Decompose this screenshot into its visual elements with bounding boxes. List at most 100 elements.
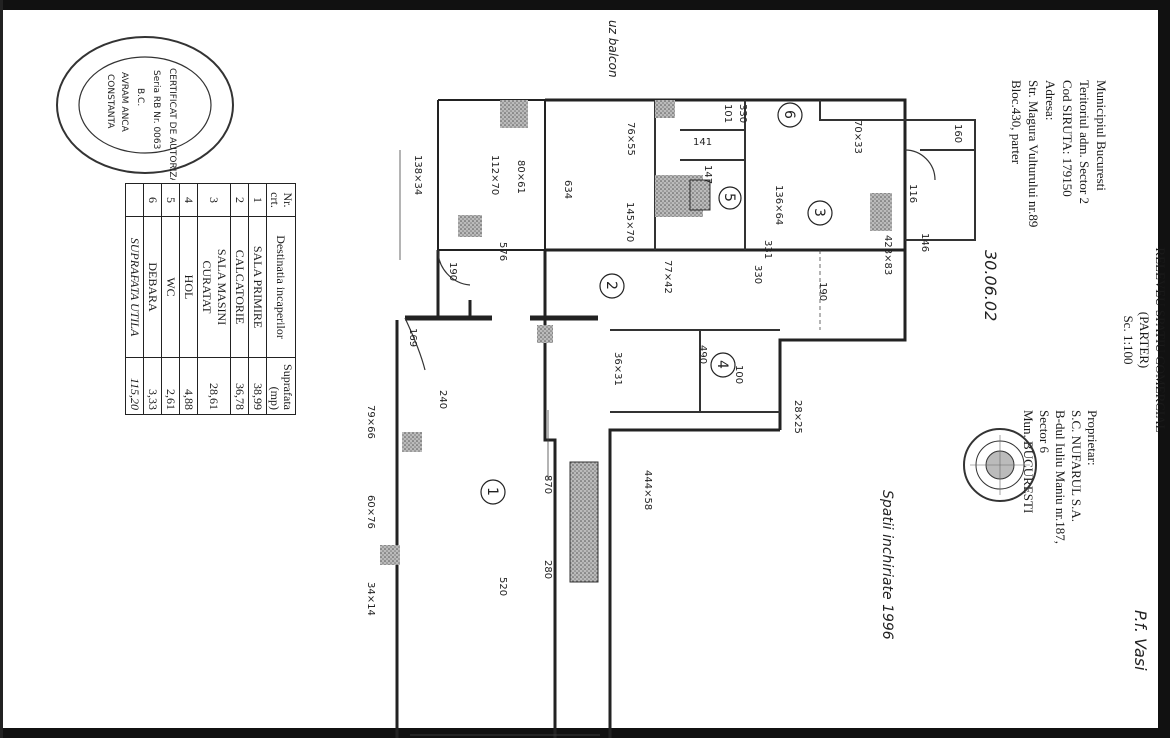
svg-text:B.C.: B.C. [135,88,145,106]
svg-text:190: 190 [817,282,828,301]
svg-text:112×70: 112×70 [489,155,500,195]
svg-text:146: 146 [919,233,930,252]
street-address: Str. Magura Vulturului nr.89 [1026,80,1041,228]
svg-text:6: 6 [781,110,797,119]
svg-text:101: 101 [722,104,733,123]
svg-text:138×34: 138×34 [412,155,423,195]
svg-text:576: 576 [497,242,508,261]
handwritten-side-note: Spatii inchiriate 1996 [879,490,895,640]
row-destination: DEBARA [143,216,162,358]
owner-address: B-dul Iuliu Maniu nr.187, [1053,410,1068,544]
svg-text:100: 100 [733,365,744,384]
row-nr: 2 [230,183,249,217]
block-info: Bloc.430, parter [1009,80,1024,165]
svg-text:76×55: 76×55 [625,122,636,156]
row-area: 36,78 [230,357,249,415]
svg-text:79×66: 79×66 [365,405,376,439]
row-area: 3,33 [143,357,162,415]
table-row: 3 SALA MASINI CURATAT 28,61 [197,183,231,415]
svg-text:116: 116 [907,184,918,203]
table-row: 6 DEBARA 3,33 [143,183,162,415]
row-area: 4,88 [179,357,198,415]
svg-text:331: 331 [762,240,773,259]
document-title: RELEVEU SPATIU COMERCIAL (PARTER) Sc. 1:… [1120,230,1168,450]
row-area: 2,61 [161,357,180,415]
svg-text:80×61: 80×61 [515,160,526,194]
row-nr: 4 [179,183,198,217]
svg-text:70×33: 70×33 [852,120,863,154]
svg-text:423×83: 423×83 [882,235,893,275]
scan-edge-left [0,0,3,738]
area-table: Nr. crt. Destinatia incaperilor Suprafat… [125,183,296,415]
owner-company: S.C. NUFARUL S.A. [1069,410,1084,522]
svg-text:444×58: 444×58 [642,470,653,510]
row-destination: SALA MASINI CURATAT [197,216,231,358]
svg-text:136×64: 136×64 [773,185,784,225]
svg-text:28×25: 28×25 [792,400,803,434]
svg-text:CERTIFICAT DE AUTORIZARE: CERTIFICAT DE AUTORIZARE [167,68,177,180]
svg-text:34×14: 34×14 [365,582,376,616]
svg-text:CONSTANTA: CONSTANTA [105,74,115,129]
document-header: Municipiul Bucuresti Teritoriul adm. Sec… [1008,80,1110,227]
owner-label: Proprietar: [1085,410,1100,466]
svg-text:60×76: 60×76 [365,495,376,529]
handwritten-corner-note: P.f. Vasi [1131,610,1150,671]
svg-text:330: 330 [737,104,748,123]
svg-text:2: 2 [603,281,619,290]
scan-edge-top [0,0,1170,10]
table-row: 1 SALA PRIMIRE 38,99 [248,183,267,415]
title-scale: Sc. 1:100 [1121,315,1136,365]
svg-text:634: 634 [562,180,573,199]
handwritten-date: 30.06.02 [981,250,1000,322]
svg-text:490: 490 [697,345,708,364]
rooms-table: Nr. crt. Destinatia incaperilor Suprafat… [125,183,296,415]
title-sub: (PARTER) [1137,311,1152,369]
table-header-row: Nr. crt. Destinatia incaperilor Suprafat… [266,183,296,415]
svg-text:AVRAM ANCA: AVRAM ANCA [119,72,129,133]
cadastre-stamp: CERTIFICAT DE AUTORIZARE Seria RB Nr. 00… [56,36,234,180]
svg-text:169: 169 [407,328,418,347]
row-destination: WC [161,216,180,358]
svg-text:330: 330 [752,265,763,284]
row-destination: SALA PRIMIRE [248,216,267,358]
total-blank [125,183,144,217]
col-nr: Nr. crt. [266,183,296,217]
svg-text:1: 1 [484,487,500,496]
row-destination: CALCATORIE [230,216,249,358]
table-row: 5 WC 2,61 [161,183,180,415]
title-main: RELEVEU SPATIU COMERCIAL [1153,247,1168,433]
table-row: 4 HOL 4,88 [179,183,198,415]
svg-text:36×31: 36×31 [612,352,623,386]
svg-text:77×42: 77×42 [662,260,673,294]
handwritten-top-note: uz balcon [606,20,620,78]
svg-text:520: 520 [497,577,508,596]
address-label: Adresa: [1043,80,1058,121]
svg-text:870: 870 [542,475,553,494]
svg-text:190: 190 [447,262,458,281]
row-area: 28,61 [197,357,231,415]
row-destination: HOL [179,216,198,358]
total-label: SUPRAFATA UTILA [125,216,144,358]
territory: Teritoriul adm. Sector 2 [1077,80,1092,205]
svg-text:240: 240 [437,390,448,409]
svg-text:5: 5 [721,193,737,202]
col-area: Suprafata (mp) [266,357,296,415]
total-value: 115,20 [125,357,144,415]
svg-text:160: 160 [952,124,963,143]
svg-text:Seria RB Nr. 0063: Seria RB Nr. 0063 [151,70,161,149]
svg-text:280: 280 [542,560,553,579]
svg-text:3: 3 [811,208,827,217]
scan-edge-bottom [0,728,1170,738]
row-nr: 3 [197,183,231,217]
row-nr: 6 [143,183,162,217]
svg-text:147: 147 [702,165,713,184]
row-area: 38,99 [248,357,267,415]
svg-text:4: 4 [714,360,730,369]
company-stamp [963,428,1037,502]
scan-edge-right [1158,0,1170,738]
row-nr: 1 [248,183,267,217]
svg-text:145×70: 145×70 [624,202,635,242]
table-total-row: SUPRAFATA UTILA 115,20 [125,183,144,415]
